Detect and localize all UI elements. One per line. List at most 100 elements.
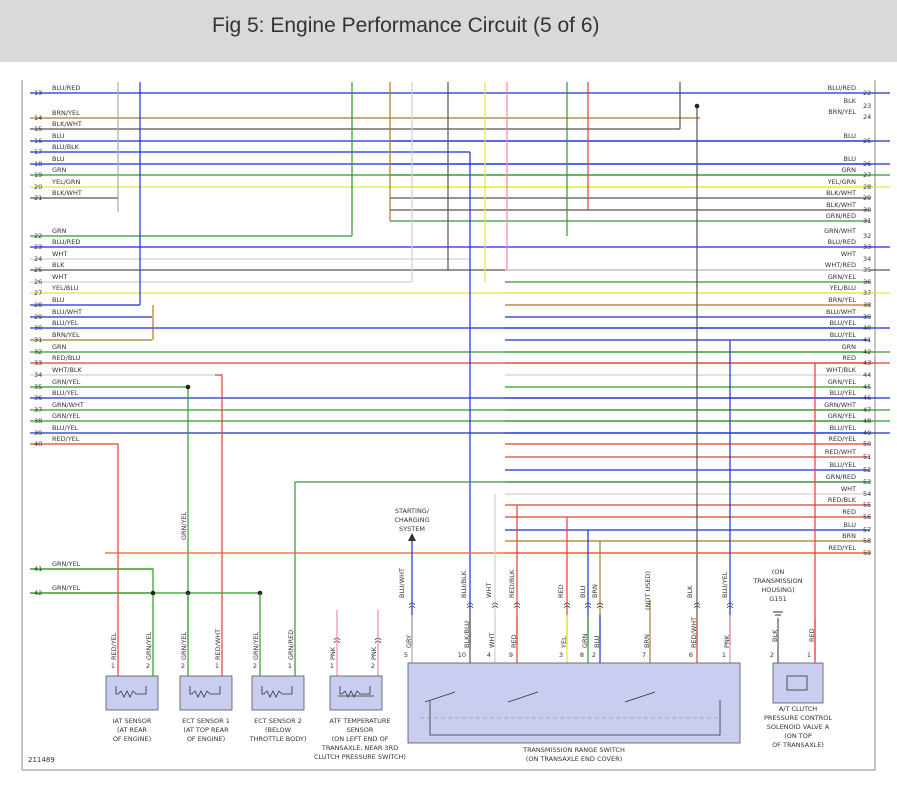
solenoid-name: (ON TOP: [784, 732, 812, 740]
left-wire-label: RED/YEL: [52, 435, 80, 443]
right-pin-number: 50: [863, 440, 871, 448]
right-pin-number: 33: [863, 243, 871, 251]
left-pin-number: 18: [34, 160, 42, 168]
component-wire-color: RED/WHT: [214, 629, 222, 660]
left-pin-number: 31: [34, 336, 42, 344]
right-wire-label: BRN/YEL: [828, 296, 856, 304]
solenoid-wire-color: RED: [808, 628, 816, 642]
left-wire-label: BLU/YEL: [52, 319, 79, 327]
right-wire-label: RED/YEL: [828, 544, 856, 552]
vertical-wire: [30, 568, 154, 645]
right-pin-number: 22: [863, 89, 871, 97]
switch-wire-color: BLU: [593, 635, 601, 648]
solenoid-name: A/T CLUTCH: [779, 705, 817, 713]
right-wire-label: GRN/YEL: [828, 378, 857, 386]
figure-title: Fig 5: Engine Performance Circuit (5 of …: [212, 14, 600, 37]
right-wire-label: BLU: [843, 132, 856, 140]
right-wire-label: GRN/RED: [826, 473, 856, 481]
connector-mark: [596, 605, 604, 609]
switch-common: [429, 700, 721, 736]
right-wire-label: GRN/WHT: [824, 227, 856, 235]
switch-box: [407, 662, 741, 744]
switch-pin: 1: [722, 651, 726, 659]
switch-wire-color: YEL: [560, 636, 568, 649]
component-name: SENSOR: [347, 726, 374, 734]
right-wire-label: BLU: [843, 521, 856, 529]
component-name: (BELOW: [265, 726, 292, 734]
ground-label: (ON: [772, 568, 785, 576]
right-pin-number: 49: [863, 429, 871, 437]
vertical-wire-label: BRN: [591, 584, 599, 598]
label-layer: 13BLU/RED14BRN/YEL15BLK/WHT16BLU17BLU/BL…: [34, 84, 871, 763]
right-wire-label: WHT/BLK: [826, 366, 857, 374]
vertical-wire: [215, 374, 223, 645]
left-pin-number: 38: [34, 417, 42, 425]
left-wire-label: BRN/YEL: [52, 331, 80, 339]
right-wire-label: GRN/YEL: [828, 273, 857, 281]
left-pin-number: 33: [34, 359, 42, 367]
splice-dot: [185, 384, 191, 390]
connector-mark: [693, 605, 701, 609]
diagram-frame: [21, 80, 876, 771]
ground-label: HOUSING): [761, 586, 794, 594]
component-pin: 2: [181, 662, 185, 670]
right-wire-label: WHT: [841, 485, 856, 493]
switch-pin: 10: [458, 651, 466, 659]
switch-wire-color: RED/WHT: [690, 617, 698, 648]
left-wire-label: BLK/WHT: [52, 189, 82, 197]
component-pin: 1: [330, 662, 334, 670]
left-pin-number: 37: [34, 406, 42, 414]
vertical-wire: [105, 443, 119, 645]
right-wire-label: BLU/YEL: [830, 331, 857, 339]
component-name: ECT SENSOR 2: [254, 717, 302, 725]
left-wire-label: YEL/GRN: [51, 178, 80, 186]
switch-name: TRANSMISSION RANGE SWITCH: [522, 746, 625, 754]
connector-mark: [466, 605, 474, 609]
left-pin-number: 19: [34, 171, 42, 179]
sensor-component: [179, 675, 233, 711]
solenoid-coil-icon: [786, 675, 808, 691]
left-pin-number: 20: [34, 183, 42, 191]
component-wire-color: GRN/YEL: [180, 631, 188, 660]
right-wire-label: BLU/YEL: [830, 389, 857, 397]
right-wire-label: RED/WHT: [825, 448, 856, 456]
transmission-range-switch: [407, 662, 741, 744]
resistor-icon: [189, 686, 221, 698]
component-name: TRANSAXLE, NEAR 3RD: [321, 744, 398, 752]
starting-system-label: SYSTEM: [399, 525, 425, 533]
left-wire-label: GRN: [52, 343, 67, 351]
component-name: ECT SENSOR 1: [182, 717, 230, 725]
figure-header: Fig 5: Engine Performance Circuit (5 of …: [0, 0, 897, 62]
component-name: OF ENGINE): [113, 735, 151, 743]
right-wire-label: GRN: [842, 343, 857, 351]
left-wire-label: BLU/YEL: [52, 389, 79, 397]
right-pin-number: 25: [863, 137, 871, 145]
sensor-box: [329, 675, 383, 711]
left-wire-label: WHT/BLK: [52, 366, 83, 374]
left-pin-number: 39: [34, 429, 42, 437]
left-wire-label: GRN: [52, 227, 67, 235]
connector-mark: [726, 602, 734, 606]
left-pin-number: 16: [34, 137, 42, 145]
solenoid-name: SOLENOID VALVE A: [767, 723, 830, 731]
splice-dot: [150, 590, 156, 596]
connector-mark: [491, 605, 499, 609]
splice-dot: [694, 103, 700, 109]
figure-id: 211489: [28, 756, 55, 764]
switch-pin: 9: [509, 651, 513, 659]
right-wire-label: WHT/RED: [825, 261, 856, 269]
right-wire-label: BRN/YEL: [828, 108, 856, 116]
left-wire-label: GRN/YEL: [52, 584, 81, 592]
right-pin-number: 52: [863, 466, 871, 474]
right-pin-number: 28: [863, 183, 871, 191]
right-pin-number: 36: [863, 278, 871, 286]
left-pin-number: 27: [34, 289, 42, 297]
component-wire-color: GRN/YEL: [145, 631, 153, 660]
left-pin-number: 17: [34, 148, 42, 156]
right-pin-number: 29: [863, 194, 871, 202]
right-pin-number: 30: [863, 206, 871, 214]
right-wire-label: BLU/RED: [828, 84, 856, 92]
right-pin-number: 55: [863, 501, 871, 509]
switch-wire-color: RED: [510, 634, 518, 648]
right-pin-number: 56: [863, 513, 871, 521]
